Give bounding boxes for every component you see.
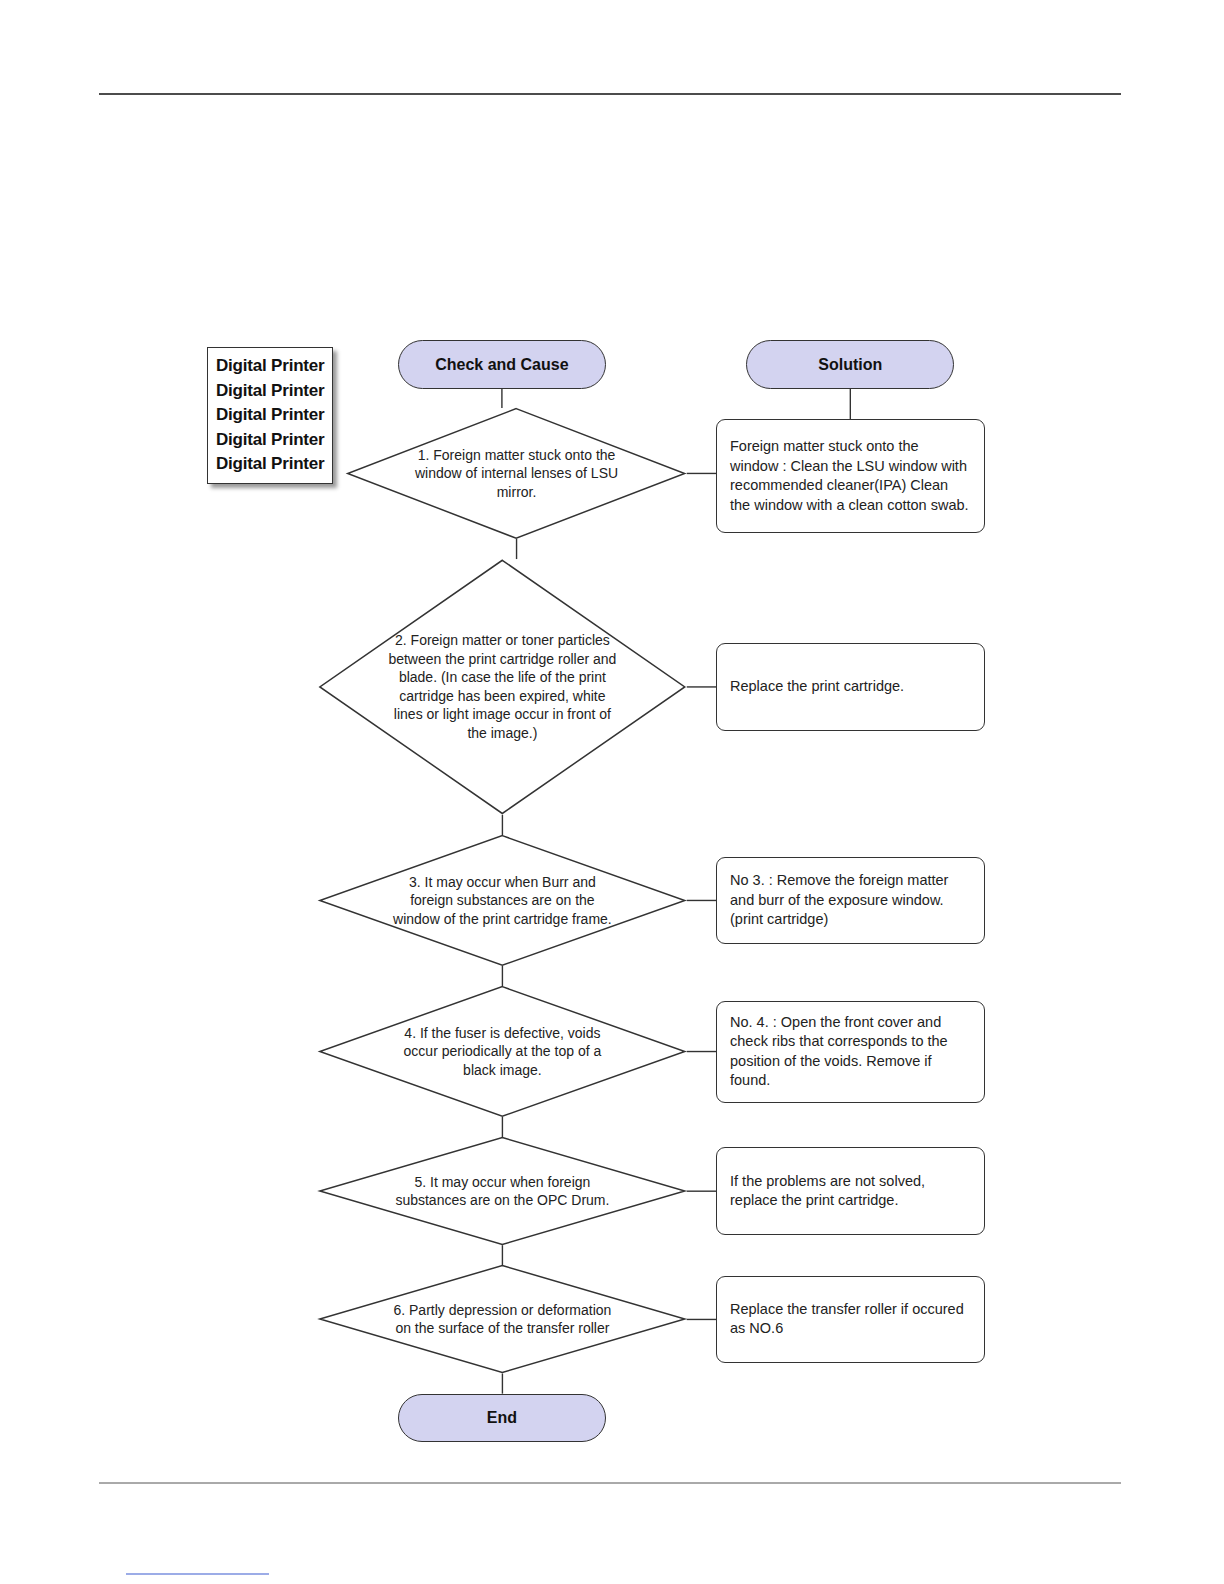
solution-box: No. 4. : Open the front cover and check … (716, 1001, 985, 1103)
solution-box: Replace the print cartridge. (716, 643, 985, 731)
decision-diamond: 3. It may occur when Burr and foreign su… (318, 835, 687, 966)
terminal-label: Check and Cause (435, 356, 568, 374)
decision-diamond: 1. Foreign matter stuck onto the window … (346, 408, 686, 539)
terminal-pill: Solution (746, 340, 954, 388)
solution-text: If the problems are not solved, replace … (730, 1172, 969, 1211)
solution-box: No 3. : Remove the foreign matter and bu… (716, 857, 985, 945)
flow-connector (502, 966, 503, 986)
decision-diamond: 6. Partly depression or deformation on t… (318, 1265, 687, 1373)
solution-text: No 3. : Remove the foreign matter and bu… (730, 871, 969, 930)
flow-connector (687, 686, 716, 687)
sample-text: Digital Printer (216, 354, 324, 379)
flow-connector (687, 473, 716, 474)
flow-connector (501, 389, 502, 408)
solution-box: Foreign matter stuck onto the window : C… (716, 419, 985, 533)
flow-connector (502, 1373, 503, 1393)
print-sample: Digital PrinterDigital PrinterDigital Pr… (207, 347, 333, 484)
solution-text: No. 4. : Open the front cover and check … (730, 1013, 969, 1091)
diamond-outline (318, 1137, 687, 1245)
flow-connector (687, 1319, 716, 1320)
flow-connector (502, 1117, 503, 1137)
flow-connector (502, 815, 503, 835)
flow-connector (516, 539, 517, 559)
solution-text: Replace the print cartridge. (730, 677, 969, 697)
decision-diamond: 5. It may occur when foreign substances … (318, 1137, 687, 1245)
diamond-outline (318, 1265, 687, 1373)
check-cause-text: 6. Partly depression or deformation on t… (388, 1301, 617, 1338)
diamond-outline (318, 559, 687, 815)
link-underline (126, 1573, 269, 1574)
flow-connector (687, 900, 716, 901)
check-cause-text: 4. If the fuser is defective, voids occu… (388, 1024, 617, 1080)
terminal-label: Solution (818, 356, 882, 374)
terminal-pill: End (398, 1394, 606, 1442)
flow-connector (502, 1245, 503, 1265)
sample-text: Digital Printer (216, 428, 324, 453)
sample-lines: Digital PrinterDigital PrinterDigital Pr… (216, 354, 324, 477)
terminal-pill: Check and Cause (398, 340, 606, 388)
flow-connector (687, 1051, 716, 1052)
decision-diamond: 2. Foreign matter or toner particles bet… (318, 559, 687, 815)
sample-text: Digital Printer (216, 452, 324, 477)
solution-text: Replace the transfer roller if occured a… (730, 1300, 969, 1339)
solution-box: If the problems are not solved, replace … (716, 1147, 985, 1235)
solution-text: Foreign matter stuck onto the window : C… (730, 437, 969, 515)
check-cause-text: 2. Foreign matter or toner particles bet… (388, 631, 617, 742)
check-cause-text: 3. It may occur when Burr and foreign su… (388, 873, 617, 929)
header-rule (99, 93, 1121, 95)
flow-connector (687, 1190, 716, 1191)
solution-box: Replace the transfer roller if occured a… (716, 1276, 985, 1363)
sample-text: Digital Printer (216, 379, 324, 404)
sample-text: Digital Printer (216, 403, 324, 428)
decision-diamond: 4. If the fuser is defective, voids occu… (318, 986, 687, 1117)
check-cause-text: 5. It may occur when foreign substances … (388, 1173, 617, 1210)
footer-rule (99, 1483, 1121, 1484)
flow-connector (850, 389, 851, 419)
terminal-label: End (487, 1409, 517, 1427)
check-cause-text: 1. Foreign matter stuck onto the window … (411, 446, 622, 502)
